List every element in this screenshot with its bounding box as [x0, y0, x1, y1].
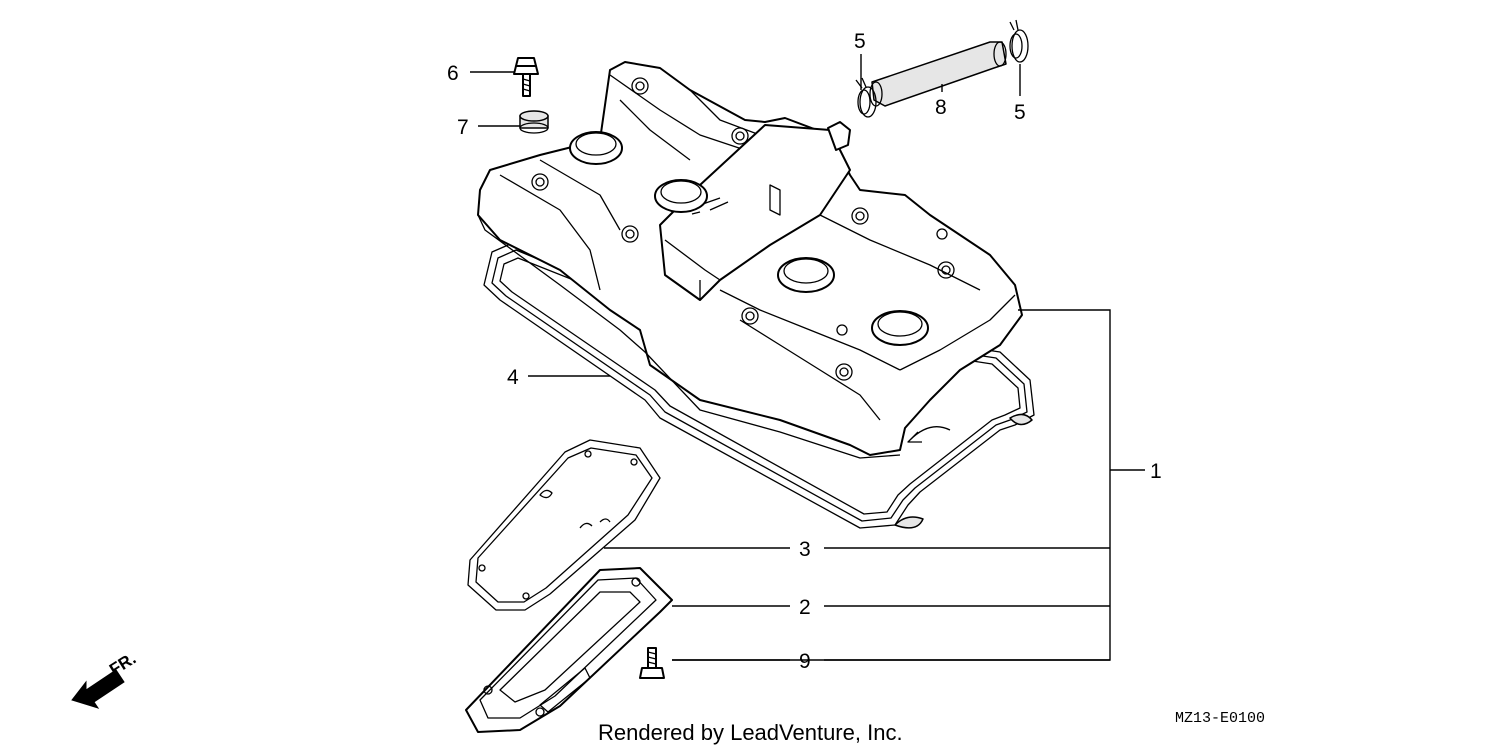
callout-4: 4 [507, 366, 519, 389]
render-credit: Rendered by LeadVenture, Inc. [598, 720, 903, 745]
callout-1: 1 [1150, 460, 1162, 483]
part-6-bolt[interactable] [513, 57, 539, 97]
callout-6: 6 [447, 62, 459, 85]
callout-7: 7 [457, 116, 469, 139]
part-3-gasket[interactable] [467, 439, 661, 611]
callout-2: 2 [799, 596, 811, 619]
leader-lines [470, 54, 1145, 661]
part-9-bolt[interactable] [639, 647, 665, 679]
diagram-code: MZ13-E0100 [1175, 710, 1265, 727]
part-7-grommet[interactable] [519, 110, 549, 134]
callout-5-left: 5 [854, 30, 866, 53]
part-2-cover-plate[interactable] [465, 567, 673, 733]
callout-5-right: 5 [1014, 101, 1026, 124]
part-1-cylinder-head-cover[interactable] [477, 61, 1023, 459]
front-direction-arrow: FR. [71, 649, 139, 709]
callout-8: 8 [935, 96, 947, 119]
part-5-clip-right[interactable] [1009, 19, 1029, 63]
callout-9: 9 [799, 650, 811, 673]
callout-3: 3 [799, 538, 811, 561]
